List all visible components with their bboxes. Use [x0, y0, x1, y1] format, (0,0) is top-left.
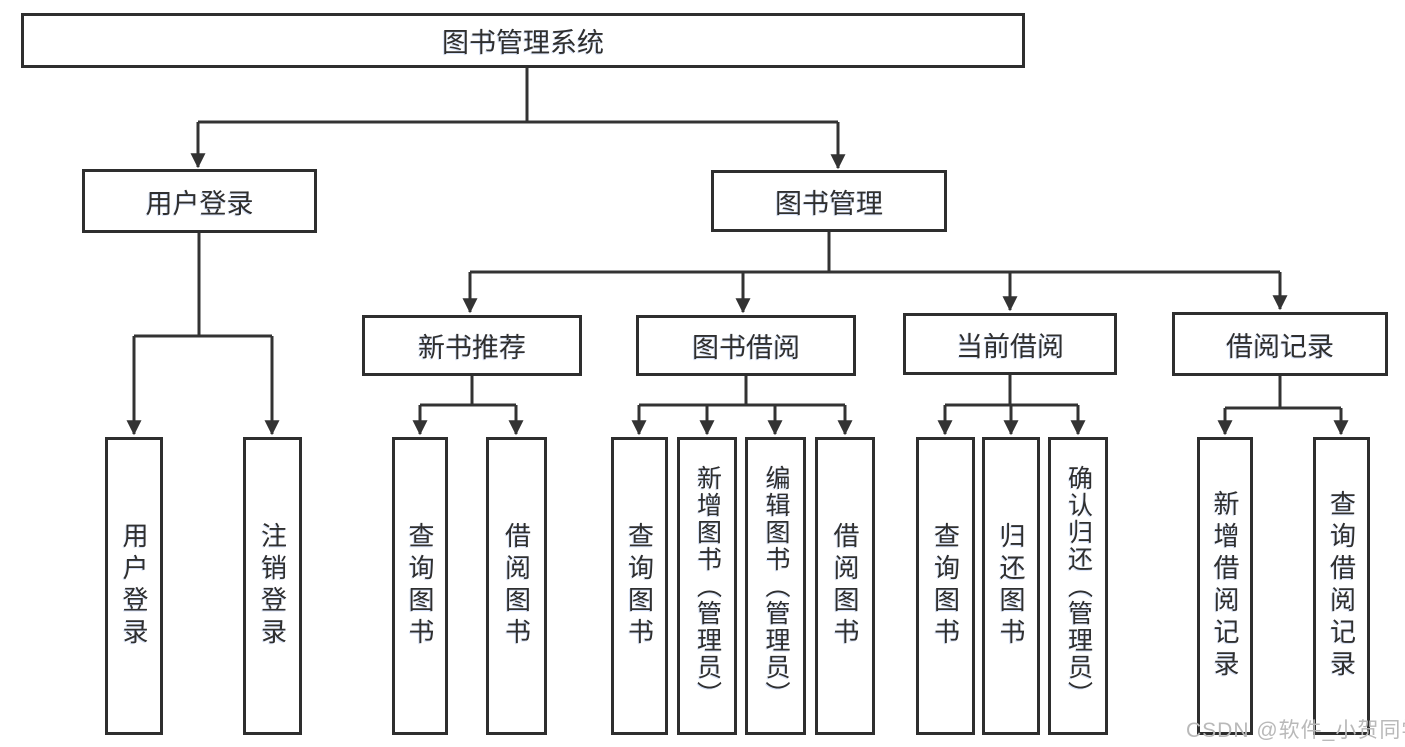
leaf-label: 查询图书	[405, 522, 435, 650]
leaf-label: 借阅图书	[830, 522, 860, 650]
leaf-query-books-borrow: 查询图书	[611, 437, 668, 735]
leaf-add-books-admin: 新增图书（管理员）	[677, 437, 737, 735]
leaf-label: 用户登录	[119, 522, 149, 650]
leaf-label: 确认归还（管理员）	[1064, 464, 1093, 708]
leaf-borrow-books: 借阅图书	[815, 437, 875, 735]
leaf-label: 借阅图书	[501, 522, 532, 650]
leaf-label: 查询借阅记录	[1326, 490, 1357, 682]
leaf-label: 新增图书（管理员）	[693, 464, 722, 708]
leaf-label: 查询图书	[624, 522, 655, 650]
leaf-query-books-recommend: 查询图书	[392, 437, 448, 735]
node-book-management: 图书管理	[711, 170, 947, 232]
node-user-login: 用户登录	[82, 169, 317, 233]
leaf-label: 编辑图书（管理员）	[762, 464, 790, 708]
leaf-confirm-return-admin: 确认归还（管理员）	[1048, 437, 1108, 735]
leaf-query-borrow-record: 查询借阅记录	[1313, 437, 1370, 735]
node-borrow-records: 借阅记录	[1172, 312, 1388, 376]
leaf-edit-books-admin: 编辑图书（管理员）	[745, 437, 806, 735]
watermark: CSDN @软件_小贺同学	[1186, 719, 1405, 742]
leaf-query-books-current: 查询图书	[916, 437, 975, 735]
node-root: 图书管理系统	[21, 13, 1025, 68]
leaf-user-login: 用户登录	[105, 437, 163, 735]
leaf-label: 查询图书	[930, 522, 961, 650]
leaf-label: 注销登录	[257, 522, 288, 650]
node-current-borrow: 当前借阅	[903, 313, 1117, 375]
node-book-borrow: 图书借阅	[636, 315, 856, 376]
leaf-label: 归还图书	[996, 522, 1026, 650]
leaf-logout: 注销登录	[243, 437, 302, 735]
leaf-add-borrow-record: 新增借阅记录	[1197, 437, 1253, 735]
leaf-borrow-books-recommend: 借阅图书	[486, 437, 547, 735]
leaf-return-books: 归还图书	[982, 437, 1040, 735]
leaf-label: 新增借阅记录	[1210, 490, 1240, 682]
node-new-book-recommend: 新书推荐	[362, 315, 582, 376]
